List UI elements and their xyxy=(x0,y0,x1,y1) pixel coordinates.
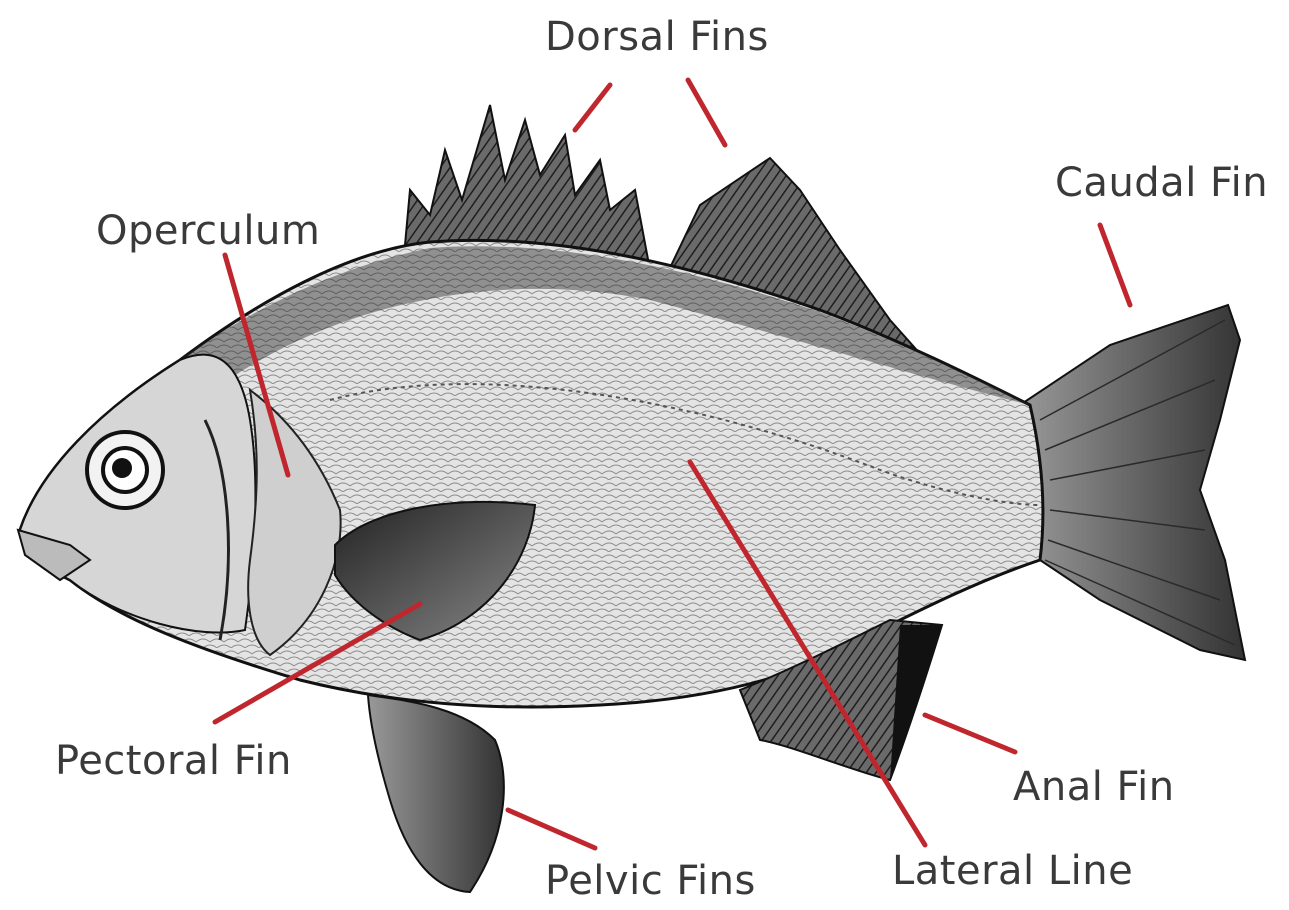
pelvic-leader xyxy=(508,810,595,848)
caudal-leader xyxy=(1100,225,1130,305)
label-lateral-line: Lateral Line xyxy=(892,848,1133,894)
label-operculum: Operculum xyxy=(96,208,320,254)
dorsal-leader-2 xyxy=(688,80,725,145)
pelvic-fin xyxy=(368,695,504,892)
label-caudal-fin: Caudal Fin xyxy=(1055,160,1268,206)
caudal-fin xyxy=(1020,305,1245,660)
dorsal-leader-1 xyxy=(575,85,610,130)
label-pelvic-fins: Pelvic Fins xyxy=(545,858,756,904)
label-pectoral-fin: Pectoral Fin xyxy=(55,738,292,784)
anal-leader xyxy=(925,715,1015,752)
label-dorsal-fins: Dorsal Fins xyxy=(545,14,769,60)
label-anal-fin: Anal Fin xyxy=(1013,764,1175,810)
